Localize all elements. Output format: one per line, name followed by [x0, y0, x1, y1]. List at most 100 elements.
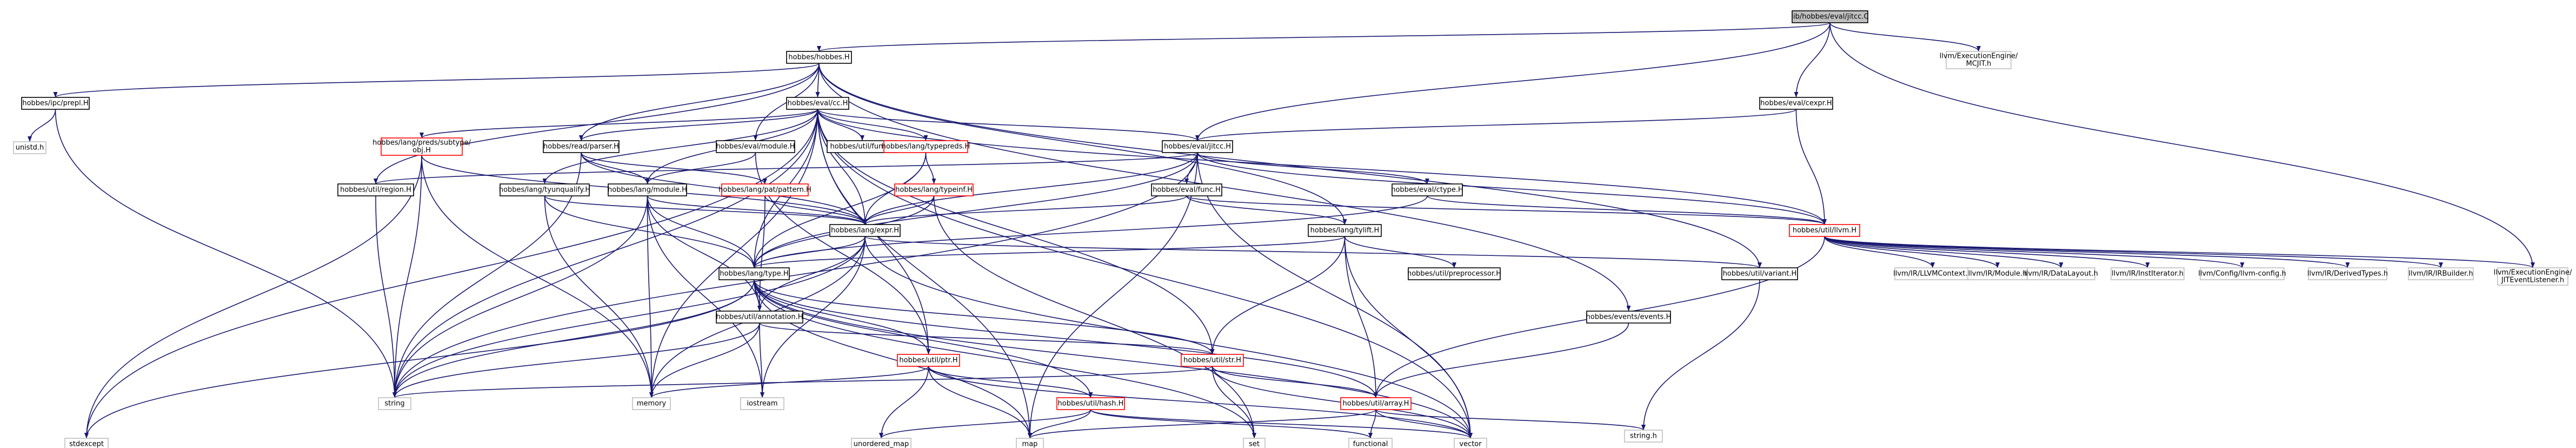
node-box [1162, 140, 1233, 153]
node-typepreds[interactable]: hobbes/lang/typepreds.H [882, 140, 970, 153]
node-util-hash[interactable]: hobbes/util/hash.H [1056, 397, 1125, 410]
node-label: hobbes/lang/module.H [608, 186, 687, 194]
edge-annotation-to-iostream [759, 322, 764, 398]
node-pat-pattern[interactable]: hobbes/lang/pat/pattern.H [718, 183, 811, 196]
edge-annotation-to-string [392, 322, 760, 398]
node-label: llvm/IR/IRBuilder.h [2408, 270, 2473, 278]
edge-util_ptr-to-unordered_map [879, 366, 929, 439]
edge-lang_tylift-to-util_array [1344, 236, 1378, 398]
node-label: hobbes/lang/tyunqualify.H [499, 186, 590, 194]
node-irbuilder: llvm/IR/IRBuilder.h [2408, 267, 2474, 280]
edge-lang_module-to-annotation [647, 195, 762, 312]
edge-util_llvm-to-derivedtypes [1824, 236, 2350, 268]
node-cexpr-h[interactable]: hobbes/eval/cexpr.H [1759, 97, 1833, 110]
node-lang-tylift[interactable]: hobbes/lang/tylift.H [1308, 224, 1382, 237]
node-box [1408, 267, 1501, 280]
node-util-variant[interactable]: hobbes/util/variant.H [1721, 267, 1798, 280]
node-label: unistd.h [16, 144, 44, 152]
node-label: stdexcept [69, 440, 104, 448]
node-lang-expr[interactable]: hobbes/lang/expr.H [829, 224, 901, 237]
node-label: hobbes/eval/cexpr.H [1760, 100, 1832, 108]
node-box [1624, 430, 1663, 443]
node-label: memory [637, 400, 667, 408]
node-util-array[interactable]: hobbes/util/array.H [1340, 397, 1412, 410]
node-box [2111, 267, 2185, 280]
node-box [1946, 51, 2012, 69]
node-box [1340, 397, 1412, 410]
edge-typeinf-to-lang_expr [863, 195, 935, 225]
node-label: hobbes/util/func.H [830, 143, 895, 151]
node-label-line-2: MCJIT.h [1966, 60, 1992, 68]
node-funcdefs[interactable]: hobbes/lang/preds/subtype/obj.H [372, 137, 471, 156]
node-util-region[interactable]: hobbes/util/region.H [337, 183, 414, 196]
node-eval-ctype[interactable]: hobbes/eval/ctype.H [1391, 183, 1463, 196]
edge-cc_h-to-map [817, 109, 1032, 439]
node-eval-module[interactable]: hobbes/eval/module.H [716, 140, 795, 153]
edge-cc_h-to-string [392, 109, 818, 398]
node-root[interactable]: lib/hobbes/eval/jitcc.C [1791, 10, 1869, 23]
edge-pipeqit-to-string [55, 109, 397, 398]
edge-lang_expr-to-util_variant [864, 236, 1762, 268]
node-read-parser[interactable]: hobbes/read/parser.H [543, 140, 620, 153]
node-box [1308, 224, 1382, 237]
edge-lang_module-to-memory [647, 195, 654, 398]
node-box [2497, 267, 2568, 286]
node-label: lib/hobbes/eval/jitcc.C [1791, 13, 1868, 21]
edge-eval_func-to-lang_expr [863, 195, 1187, 225]
edge-util_llvm-to-datalayout [1824, 236, 2064, 268]
node-util-func[interactable]: hobbes/util/func.H [827, 140, 898, 153]
edge-util_ptr-to-vector [928, 366, 1473, 439]
edge-tyunqualify-to-lang_expr [544, 195, 867, 225]
edge-typepreds-to-typeinf [925, 152, 936, 185]
node-box [1151, 183, 1222, 196]
edge-lang_module-to-iostream [647, 195, 764, 398]
node-box [718, 267, 790, 280]
edge-jitcc_h-to-string [392, 152, 1198, 398]
node-typeinf[interactable]: hobbes/lang/typeinf.H [894, 183, 974, 196]
node-events[interactable]: hobbes/events/events.H [1586, 311, 1672, 324]
node-lang-type[interactable]: hobbes/lang/type.H [718, 267, 790, 280]
node-tyunqualify[interactable]: hobbes/lang/tyunqualify.H [499, 183, 590, 196]
edge-lang_tylift-to-preprocessor [1344, 236, 1456, 268]
node-label: hobbes/lang/pat/pattern.H [718, 186, 811, 194]
node-box [64, 438, 109, 448]
node-label-line-2: JITEventListener.h [2501, 276, 2564, 285]
node-llvmconfig: llvm/Config/llvm-config.h [2198, 267, 2286, 280]
node-preprocessor[interactable]: hobbes/util/preprocessor.H [1407, 267, 1501, 280]
node-jiteventlistener: llvm/ExecutionEngine/JITEventListener.h [2494, 267, 2572, 286]
node-jitcc-h[interactable]: hobbes/eval/jitcc.H [1162, 140, 1233, 153]
node-label: hobbes/eval/ctype.H [1391, 186, 1463, 194]
node-eval-func[interactable]: hobbes/eval/func.H [1151, 183, 1222, 196]
edge-eval_func-to-util_llvm [1186, 195, 1827, 225]
node-annotation[interactable]: hobbes/util/annotation.H [716, 311, 803, 324]
node-label: hobbes/util/annotation.H [716, 313, 803, 321]
edge-util_str-to-string [392, 366, 1213, 398]
node-box [1243, 438, 1266, 448]
node-hobbes-h[interactable]: hobbes/hobbes.H [786, 51, 852, 64]
node-institerator: llvm/IR/InstIterator.h [2111, 267, 2185, 280]
edge-cc_h-to-util_str [817, 109, 1215, 355]
node-util-ptr[interactable]: hobbes/util/ptr.H [897, 354, 960, 367]
edge-tyunqualify-to-lang_type [544, 195, 756, 268]
edge-util_variant-to-string_h [1641, 279, 1760, 431]
node-pipeqit[interactable]: hobbes/ipc/prepl.H [21, 97, 90, 110]
node-util-llvm[interactable]: hobbes/util/llvm.H [1789, 224, 1860, 237]
node-label: map [1022, 440, 1038, 448]
edge-events-to-util_array [1374, 322, 1629, 398]
edge-util_hash-to-unordered_map [879, 409, 1091, 439]
node-lang-module[interactable]: hobbes/lang/module.H [608, 183, 687, 196]
node-box [786, 51, 852, 64]
edge-lang_tylift-to-lang_type [752, 236, 1346, 268]
node-box [716, 140, 795, 153]
edge-hobbes_h-to-pipeqit [53, 63, 820, 98]
node-datalayout: llvm/IR/DataLayout.h [2024, 267, 2098, 280]
node-box [1348, 438, 1393, 448]
edge-util_llvm-to-jiteventlistener [1824, 236, 2535, 268]
edge-util_region-to-string [375, 195, 397, 398]
node-util-str[interactable]: hobbes/util/str.H [1181, 354, 1244, 367]
node-derivedtypes: llvm/IR/DerivedTypes.h [2307, 267, 2388, 280]
edge-eval_ctype-to-util_llvm [1427, 195, 1827, 225]
node-cc-h[interactable]: hobbes/eval/cc.H [786, 97, 849, 110]
edge-cc_h-to-tyunqualify [542, 109, 818, 185]
edge-lang_type-to-util_ptr [754, 279, 931, 355]
